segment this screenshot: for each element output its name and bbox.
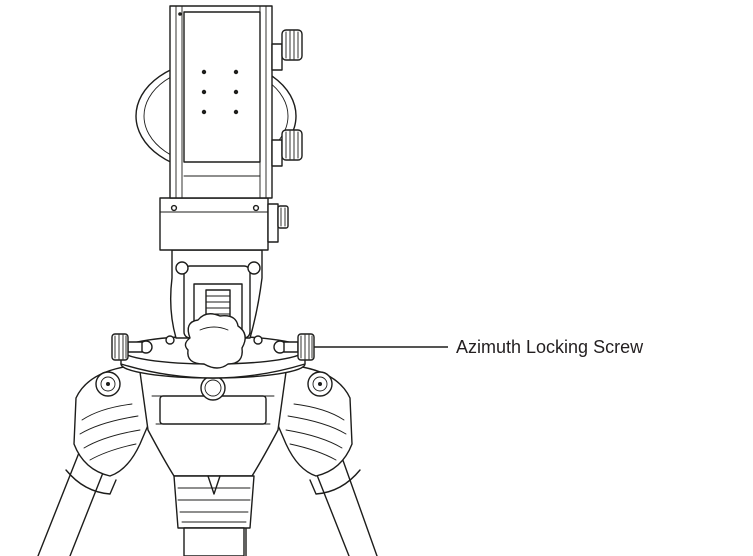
dovetail-saddle xyxy=(169,5,283,199)
left-leg-hinge xyxy=(65,365,159,495)
azimuth-locking-screw-left xyxy=(111,333,143,361)
upper-housing xyxy=(159,197,289,251)
altitude-knob xyxy=(184,313,246,369)
azimuth-locking-screw-right xyxy=(283,333,315,361)
tripod-hub xyxy=(139,371,287,556)
saddle-clamp-knob-upper xyxy=(281,29,303,61)
saddle-clamp-knob-lower xyxy=(281,129,303,161)
right-leg-hinge xyxy=(267,365,361,495)
callout-label-azimuth-locking-screw: Azimuth Locking Screw xyxy=(456,337,644,357)
